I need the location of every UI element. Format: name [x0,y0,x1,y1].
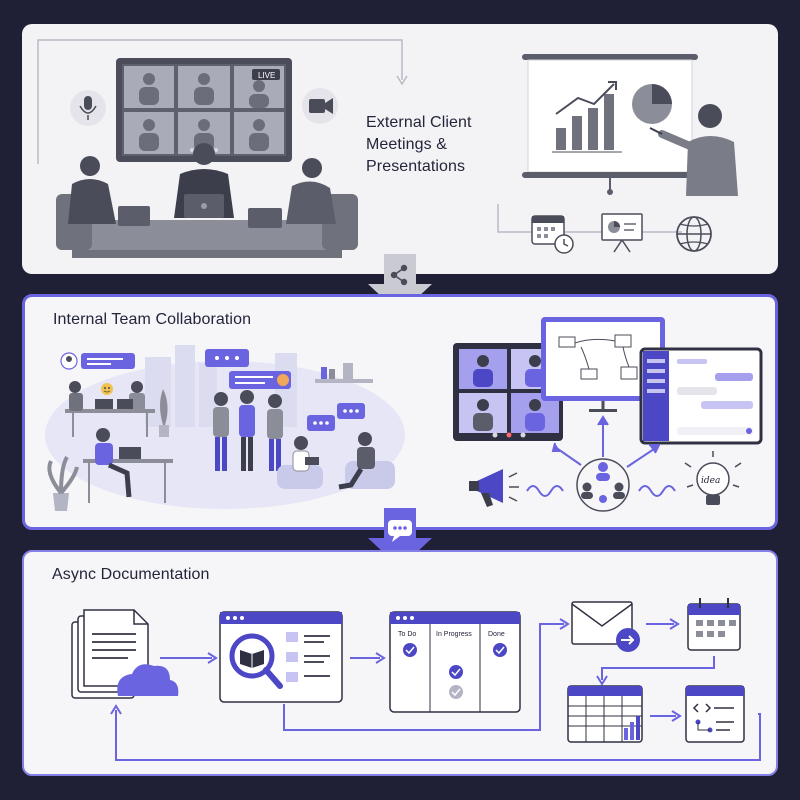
search-book-icon [219,611,343,703]
microphone-icon [70,90,106,126]
presentation-board-icon [601,213,643,253]
idea-label: idea [701,476,720,486]
lounge-discussion-scene [277,432,395,490]
external-meetings-illustration: LIVE [37,39,738,258]
chat-bubble-icon [388,520,412,542]
section-title-internal: Internal Team Collaboration [53,311,252,328]
email-forward-icon [571,601,640,652]
section-async-documentation: Async Documentation [22,550,778,776]
globe-icon [676,216,712,252]
chat-bubble-icon [205,349,249,367]
conference-meeting-scene [56,143,358,258]
async-documentation-flow: To Do In Progress Done [71,598,761,761]
spreadsheet-icon [567,685,643,743]
chat-app-window [639,347,763,445]
presentation-board [522,54,698,195]
calendar-icon [687,598,741,651]
chat-bubble-icon [229,371,291,389]
kanban-column-done: Done [488,631,505,638]
standing-team-group [213,390,283,471]
live-badge [252,69,280,80]
presenter-person [649,104,738,196]
kanban-board-icon: To Do In Progress Done [389,611,521,713]
documents-cloud-icon [71,609,179,699]
section-title-async: Async Documentation [52,566,210,583]
video-conference-tiles [453,343,563,441]
video-camera-icon [302,88,338,124]
kanban-column-in-progress: In Progress [436,631,472,638]
video-wall-screen: LIVE [116,58,292,162]
chat-bubble-icon [307,415,335,431]
flow-connector-line [37,39,403,164]
internal-collaboration-illustration: idea [45,317,763,512]
code-flow-icon [685,685,745,743]
team-working-scene [47,381,173,511]
team-network-icon [576,458,630,512]
section-internal-collaboration: Internal Team Collaboration [22,294,778,530]
lightbulb-icon: idea [684,451,742,505]
section-title-external: External Client Meetings & Presentations [366,114,472,175]
live-badge-label: LIVE [258,71,275,80]
calendar-clock-icon [531,215,574,254]
share-icon [390,264,408,286]
chat-bubble-icon [337,403,365,419]
chat-bubble-icon [60,352,135,370]
megaphone-icon [469,469,519,507]
kanban-column-todo: To Do [398,631,416,638]
section-external-meetings: LIVE [22,24,778,274]
